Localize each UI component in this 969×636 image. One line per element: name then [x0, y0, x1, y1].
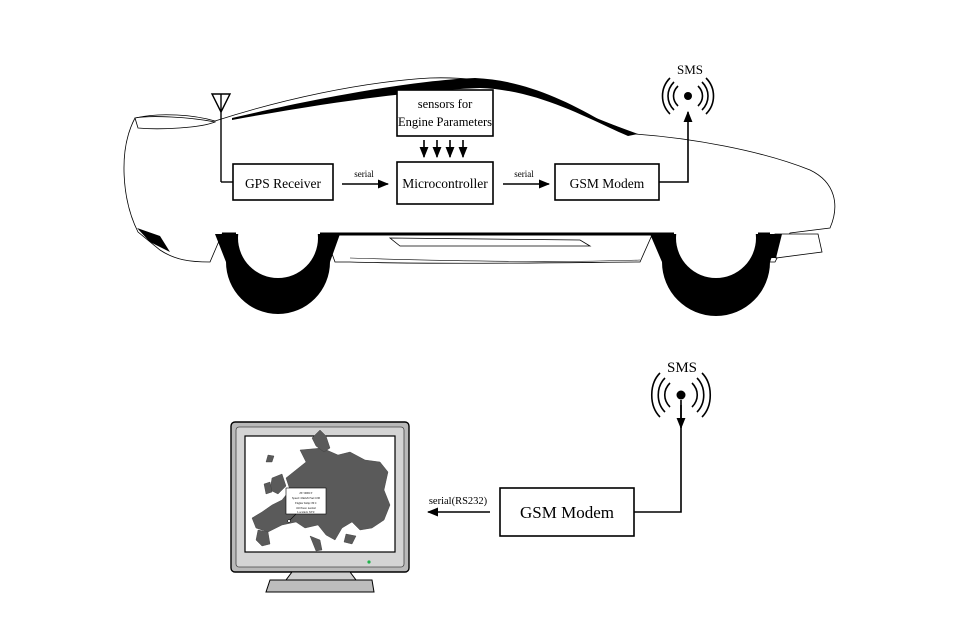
base-sms-label: SMS [667, 360, 697, 376]
serial-label-1: serial [354, 169, 374, 179]
base-sms-antenna-icon [650, 372, 712, 418]
car-sms-label: SMS [677, 62, 703, 77]
map-popup [285, 487, 327, 515]
rs232-label: serial(RS232) [429, 496, 488, 507]
popup-line-4: Oil Press: normal [296, 507, 316, 510]
car-sms-antenna-icon [661, 77, 715, 115]
sensors-label-line2: Engine Parameters [398, 115, 492, 129]
gps-receiver-box [232, 163, 334, 201]
gps-receiver-label: GPS Receiver [245, 176, 322, 191]
microcontroller-label: Microcontroller [402, 176, 488, 191]
serial-label-2: serial [514, 169, 534, 179]
base-gsm-modem-label: GSM Modem [520, 503, 614, 522]
car-gsm-modem-label: GSM Modem [570, 176, 645, 191]
popup-line-1: ZE 5000CT [299, 492, 313, 495]
sensors-box [396, 89, 494, 137]
sensor-arrows [419, 140, 468, 159]
power-led-icon [367, 560, 371, 564]
popup-line-3: Engine Temp: 80 C [295, 502, 317, 505]
base-downlink-line [634, 400, 682, 513]
base-gsm-modem-box [499, 487, 635, 537]
sensors-label-line1: sensors for [418, 97, 473, 111]
rear-wheel [650, 198, 780, 316]
popup-line-5: Location: XYZ [297, 511, 314, 514]
front-wheel [215, 198, 340, 314]
map-marker-icon [287, 519, 291, 523]
microcontroller-box [396, 161, 494, 205]
car-uplink-line [659, 110, 693, 183]
popup-line-2: Speed: 10km/h Fuel 100l [292, 497, 320, 500]
gps-antenna-icon [210, 93, 233, 183]
monitor: ZE 5000CT Speed: 10km/h Fuel 100l Engine… [230, 421, 410, 593]
